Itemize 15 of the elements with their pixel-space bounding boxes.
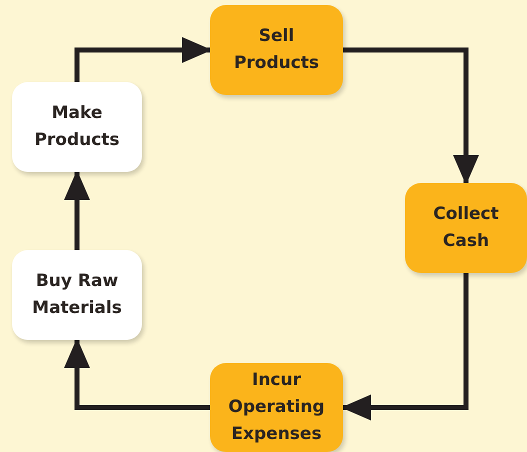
process-box [405,183,527,273]
process-box [210,5,343,95]
process-box [12,82,142,172]
step-label: Buy Raw Materials [31,270,123,320]
arrow [64,170,90,250]
step-label: Sell Products [232,25,320,75]
step-label: Collect Cash [432,203,500,253]
arrow [74,37,212,82]
arrow [343,48,479,185]
step-label: Incur Operating Expenses [227,369,326,446]
step-label: Make Products [33,102,121,152]
arrow [341,273,468,420]
process-box [210,363,343,452]
arrow [64,338,210,410]
process-box [12,250,142,340]
